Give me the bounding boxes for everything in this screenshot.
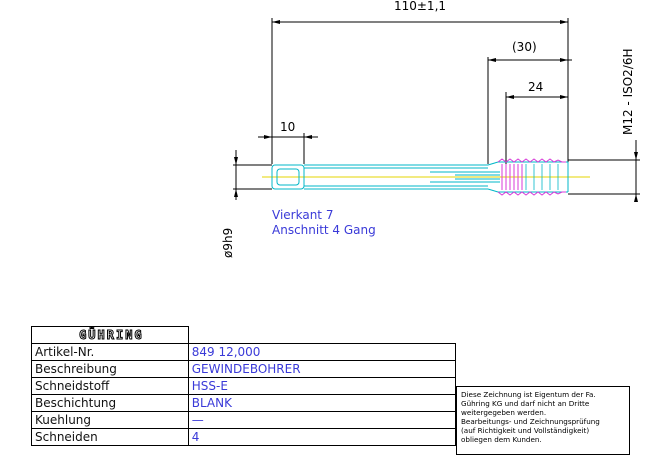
table-row: Schneidstoff HSS-E <box>31 377 457 395</box>
row-label: Schneidstoff <box>31 377 189 395</box>
dim-shank-diameter: ø9h9 <box>221 228 235 258</box>
row-label: Beschreibung <box>31 360 189 378</box>
dim-square-length: 10 <box>280 120 295 134</box>
row-label: Beschichtung <box>31 394 189 412</box>
row-label: Schneiden <box>31 428 189 446</box>
row-value: — <box>187 411 457 429</box>
row-value: 849 12,000 <box>187 343 457 361</box>
row-value: GEWINDEBOHRER <box>187 360 457 378</box>
notice-line: weitergegeben werden. <box>461 408 547 417</box>
company-logo: GÜHRING <box>31 326 189 344</box>
row-value: HSS-E <box>187 377 457 395</box>
notice-line: Diese Zeichnung ist Eigentum der Fa. <box>461 390 596 399</box>
dim-thread-length: 24 <box>528 80 543 94</box>
thread-profile <box>497 158 566 196</box>
row-label: Artikel-Nr. <box>31 343 189 361</box>
note-chamfer: Anschnitt 4 Gang <box>272 223 376 237</box>
table-row: Kuehlung — <box>31 411 457 429</box>
notice-line: (auf Richtigkeit und Vollständigkeit) <box>461 426 590 435</box>
title-block: GÜHRING Artikel-Nr. 849 12,000 Beschreib… <box>31 326 457 446</box>
table-row: Schneiden 4 <box>31 428 457 446</box>
dim-thread-length-ref: (30) <box>512 40 537 54</box>
row-value: BLANK <box>187 394 457 412</box>
table-row: Beschichtung BLANK <box>31 394 457 412</box>
notice-line: obliegen dem Kunden. <box>461 435 542 444</box>
table-row: Artikel-Nr. 849 12,000 <box>31 343 457 361</box>
dim-overall-length: 110±1,1 <box>394 0 446 13</box>
notice-line: Gühring KG und darf nicht an Dritte <box>461 399 590 408</box>
row-value: 4 <box>187 428 457 446</box>
notice-line: Bearbeitungs- und Zeichnungsprüfung <box>461 417 600 426</box>
tap-outline <box>271 161 569 193</box>
ownership-notice: Diese Zeichnung ist Eigentum der Fa. Güh… <box>456 386 630 455</box>
dim-thread-spec: M12 - ISO2/6H <box>621 48 635 135</box>
note-square: Vierkant 7 <box>272 208 333 222</box>
table-row: Beschreibung GEWINDEBOHRER <box>31 360 457 378</box>
row-label: Kuehlung <box>31 411 189 429</box>
